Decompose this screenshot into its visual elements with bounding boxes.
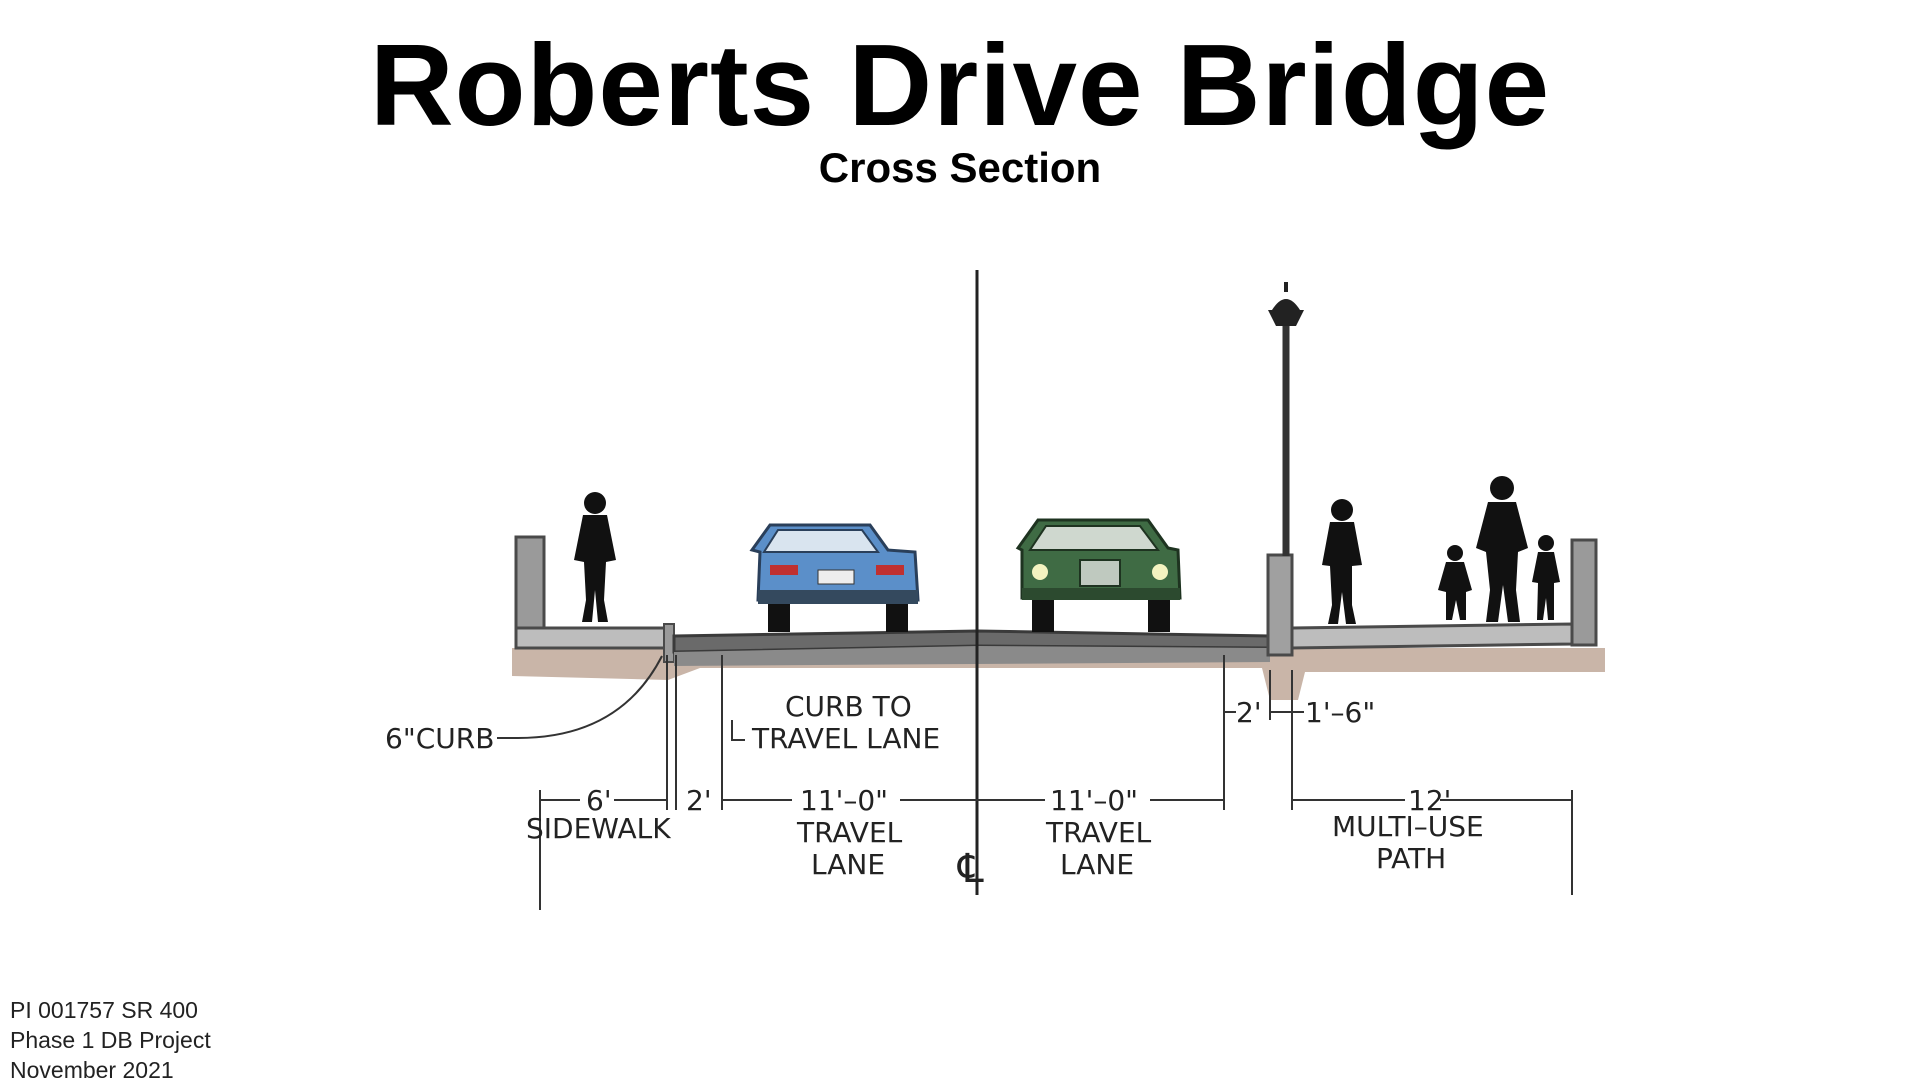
adult-pedestrian-icon [1476,476,1528,622]
child-pedestrian-icon [1438,545,1472,620]
dim-1ft6: 1'–6" [1305,696,1375,729]
dim-2ft-right: 2' [1236,696,1262,729]
left-sidewalk-slab [514,626,674,650]
multi-use-label-2: PATH [1376,842,1446,875]
dim-2ft-left: 2' [686,784,712,817]
dim-11ft-left: 11'–0" [800,784,888,817]
footer-project-phase: Phase 1 DB Project [10,1027,211,1053]
pedestrian-icon [574,492,616,622]
multi-use-path-slab [1290,622,1574,650]
dim-11ft-right: 11'–0" [1050,784,1138,817]
blue-car-icon [749,523,920,632]
light-pole-base [1266,553,1294,657]
right-barrier [1570,538,1598,647]
footer: PI 001757 SR 400 Phase 1 DB Project Nove… [10,995,211,1085]
centerline-symbol: ℄ [957,846,984,892]
travel-lane-left-label-1: TRAVEL [796,816,903,849]
multi-use-label-1: MULTI–USE [1332,810,1484,843]
curb-to-travel-label-2: TRAVEL LANE [751,722,940,755]
street-light-icon [1268,282,1304,556]
page-subtitle: Cross Section [818,144,1102,191]
dim-12ft: 12' [1408,784,1451,817]
travel-lane-left-label-2: LANE [811,848,885,881]
page-title: Roberts Drive Bridge [369,20,1551,150]
footer-project-id: PI 001757 SR 400 [10,997,198,1023]
sidewalk-label: SIDEWALK [526,812,671,845]
child-pedestrian-icon [1532,535,1560,620]
green-car-icon [1015,518,1182,632]
pedestrian-icon [1322,499,1362,624]
travel-lane-right-label-1: TRAVEL [1045,816,1152,849]
footer-date: November 2021 [10,1057,174,1083]
dim-6ft: 6' [586,784,612,817]
travel-lane-right-label-2: LANE [1060,848,1134,881]
curb-to-travel-label-1: CURB TO [785,690,912,723]
curb-label: 6"CURB [385,722,494,755]
dimension-lines [497,655,1573,910]
roadway-deck-underside [674,646,1270,666]
